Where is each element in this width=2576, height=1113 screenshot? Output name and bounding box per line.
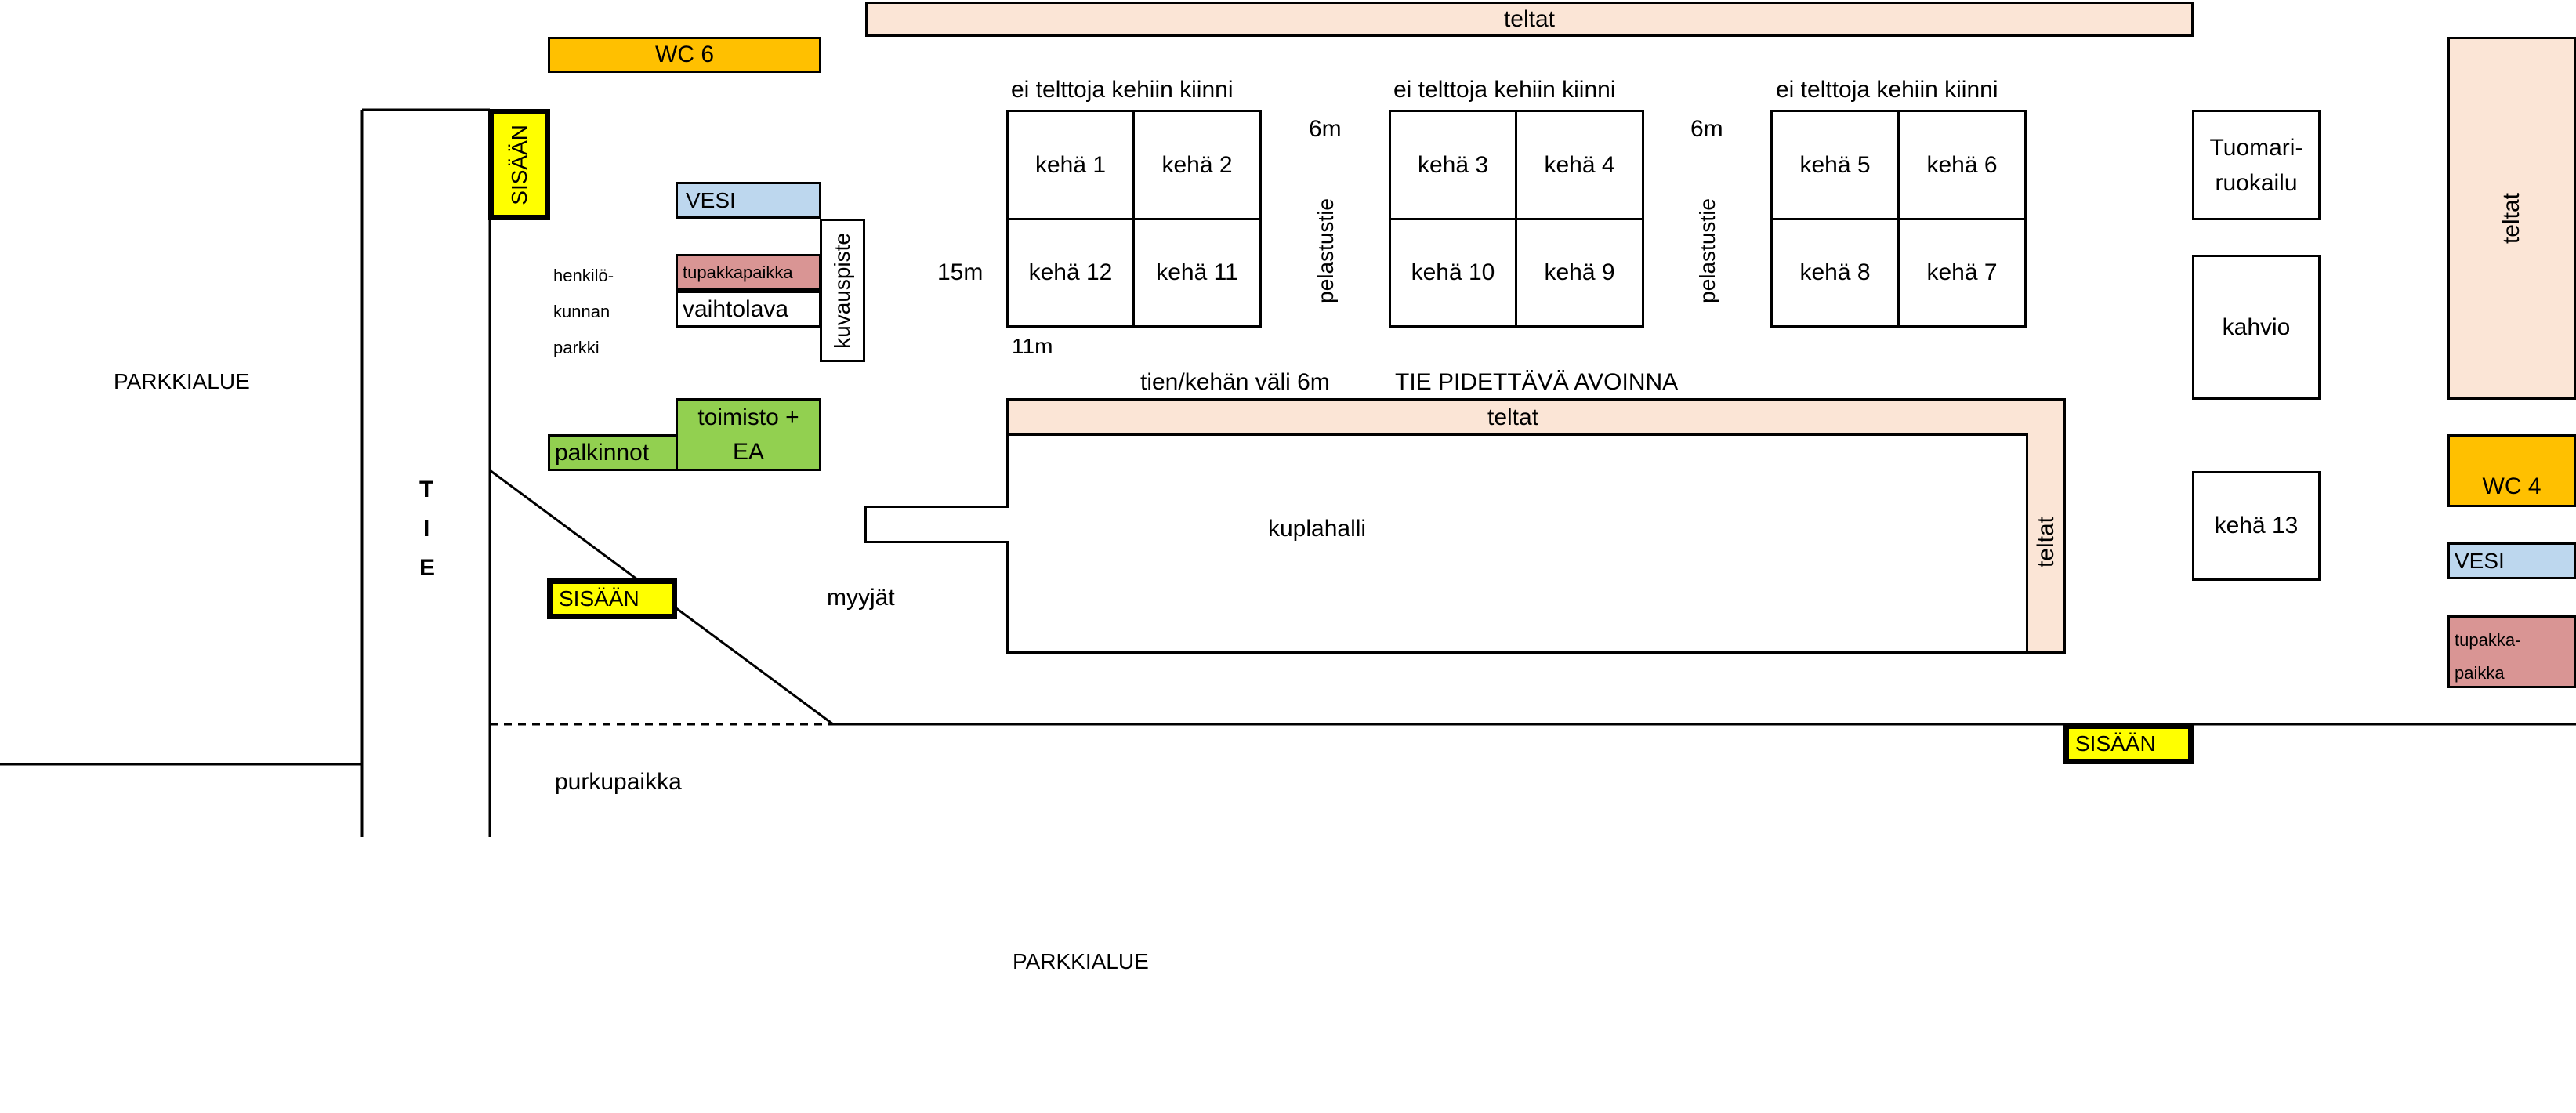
ring-group-2: kehä 3 kehä 4 kehä 10 kehä 9 — [1389, 110, 1644, 328]
prizes-label: palkinnot — [555, 439, 650, 466]
entrance-left: SISÄÄN — [547, 578, 677, 619]
tents-hall-top-label: teltat — [1487, 404, 1539, 430]
tents-hall-side-label: teltat — [2032, 517, 2059, 568]
ring-2-label: kehä 2 — [1161, 151, 1233, 178]
ring-11-label: kehä 11 — [1156, 259, 1238, 285]
tents-right: teltat — [2447, 37, 2576, 400]
ring-11: kehä 11 — [1132, 218, 1262, 328]
road-letter-i: I — [423, 516, 430, 542]
dimension-15m: 15m — [937, 259, 984, 285]
judges-dining: Tuomari- ruokailu — [2192, 110, 2321, 220]
cafe: kahvio — [2192, 255, 2321, 400]
tents-hall-side: teltat — [2026, 433, 2066, 654]
smoking-area-left: tupakkapaikka — [676, 254, 821, 291]
ring-13-label: kehä 13 — [2214, 513, 2299, 538]
no-tents-note-3: ei telttoja kehiin kiinni — [1776, 77, 1998, 103]
staff-parking-line2: kunnan — [553, 302, 610, 321]
rescue-road-2: pelastustie — [1695, 198, 1719, 303]
vaihtolava-label: vaihtolava — [683, 295, 789, 322]
entrance-top: SISÄÄN — [488, 109, 550, 220]
ring-7-label: kehä 7 — [1926, 259, 1998, 285]
parking-area-bottom: PARKKIALUE — [1013, 949, 1149, 973]
vaihtolava: vaihtolava — [676, 291, 821, 328]
photo-point: kuvauspiste — [820, 219, 865, 362]
tents-top-label: teltat — [1503, 5, 1556, 32]
water-point-left-label: VESI — [686, 187, 736, 212]
ring-10: kehä 10 — [1389, 218, 1517, 328]
unloading-area-label: purkupaikka — [555, 769, 682, 795]
cafe-label: kahvio — [2222, 314, 2291, 340]
ring-1: kehä 1 — [1006, 110, 1135, 220]
no-tents-note-2: ei telttoja kehiin kiinni — [1393, 77, 1616, 103]
prizes: palkinnot — [548, 434, 678, 471]
judges-dining-line1: Tuomari- — [2209, 134, 2303, 161]
ring-6: kehä 6 — [1897, 110, 2027, 220]
dimension-11m: 11m — [1012, 334, 1053, 358]
kuplahalli-label: kuplahalli — [1268, 516, 1367, 542]
judges-dining-line2: ruokailu — [2215, 169, 2298, 196]
ring-9-label: kehä 9 — [1544, 259, 1615, 285]
ring-5-label: kehä 5 — [1799, 151, 1871, 178]
ring-7: kehä 7 — [1897, 218, 2027, 328]
ring-8-label: kehä 8 — [1799, 259, 1871, 285]
wc-6: WC 6 — [548, 37, 821, 73]
road-letter-e: E — [419, 555, 436, 581]
road-ring-gap-note: tien/kehän väli 6m — [1140, 369, 1330, 395]
parking-area-left: PARKKIALUE — [114, 369, 250, 393]
office-first-aid: toimisto + EA — [676, 398, 821, 471]
keep-road-open-note: TIE PIDETTÄVÄ AVOINNA — [1395, 369, 1679, 395]
ring-4: kehä 4 — [1515, 110, 1644, 220]
smoking-area-right-line1: tupakka- — [2455, 630, 2521, 650]
ring-3-label: kehä 3 — [1417, 151, 1489, 178]
wc-6-label: WC 6 — [655, 42, 714, 67]
entrance-top-label: SISÄÄN — [506, 124, 531, 205]
tents-top: teltat — [865, 2, 2194, 37]
smoking-area-left-label: tupakkapaikka — [683, 262, 793, 282]
dimension-6m-1: 6m — [1309, 116, 1342, 142]
kuplahalli: kuplahalli — [1006, 433, 2028, 654]
smoking-area-right: tupakka- paikka — [2447, 615, 2576, 688]
ring-group-1: kehä 1 kehä 2 kehä 12 kehä 11 — [1006, 110, 1262, 328]
ring-13: kehä 13 — [2192, 471, 2321, 581]
ring-10-label: kehä 10 — [1411, 259, 1495, 285]
hall-entrance-corridor — [864, 506, 1009, 543]
ring-6-label: kehä 6 — [1926, 151, 1998, 178]
vendors-label: myyjät — [827, 585, 895, 611]
staff-parking-line1: henkilö- — [553, 266, 614, 285]
wc-4-label: WC 4 — [2482, 473, 2542, 499]
water-point-right: VESI — [2447, 542, 2576, 579]
office-label-line2: EA — [732, 438, 765, 465]
ring-1-label: kehä 1 — [1034, 151, 1107, 178]
rescue-road-1: pelastustie — [1313, 198, 1338, 303]
entrance-right-label: SISÄÄN — [2075, 731, 2156, 756]
water-point-left: VESI — [676, 182, 821, 219]
ring-3: kehä 3 — [1389, 110, 1517, 220]
ring-group-3: kehä 5 kehä 6 kehä 8 kehä 7 — [1770, 110, 2027, 328]
wc-4: WC 4 — [2447, 434, 2576, 507]
ring-9: kehä 9 — [1515, 218, 1644, 328]
staff-parking-line3: parkki — [553, 338, 600, 357]
water-point-right-label: VESI — [2455, 548, 2505, 573]
entrance-left-label: SISÄÄN — [559, 586, 639, 611]
ring-4-label: kehä 4 — [1544, 151, 1615, 178]
dimension-6m-2: 6m — [1690, 116, 1723, 142]
tents-right-label: teltat — [2498, 192, 2524, 245]
smoking-area-right-line2: paikka — [2455, 662, 2505, 683]
road-letter-t: T — [419, 477, 434, 502]
no-tents-note-1: ei telttoja kehiin kiinni — [1011, 77, 1234, 103]
entrance-right: SISÄÄN — [2063, 723, 2194, 764]
ring-8: kehä 8 — [1770, 218, 1900, 328]
office-label-line1: toimisto + — [697, 404, 799, 430]
ring-12: kehä 12 — [1006, 218, 1135, 328]
ring-2: kehä 2 — [1132, 110, 1262, 220]
ring-5: kehä 5 — [1770, 110, 1900, 220]
photo-point-label: kuvauspiste — [830, 232, 854, 349]
ring-12-label: kehä 12 — [1028, 259, 1113, 285]
